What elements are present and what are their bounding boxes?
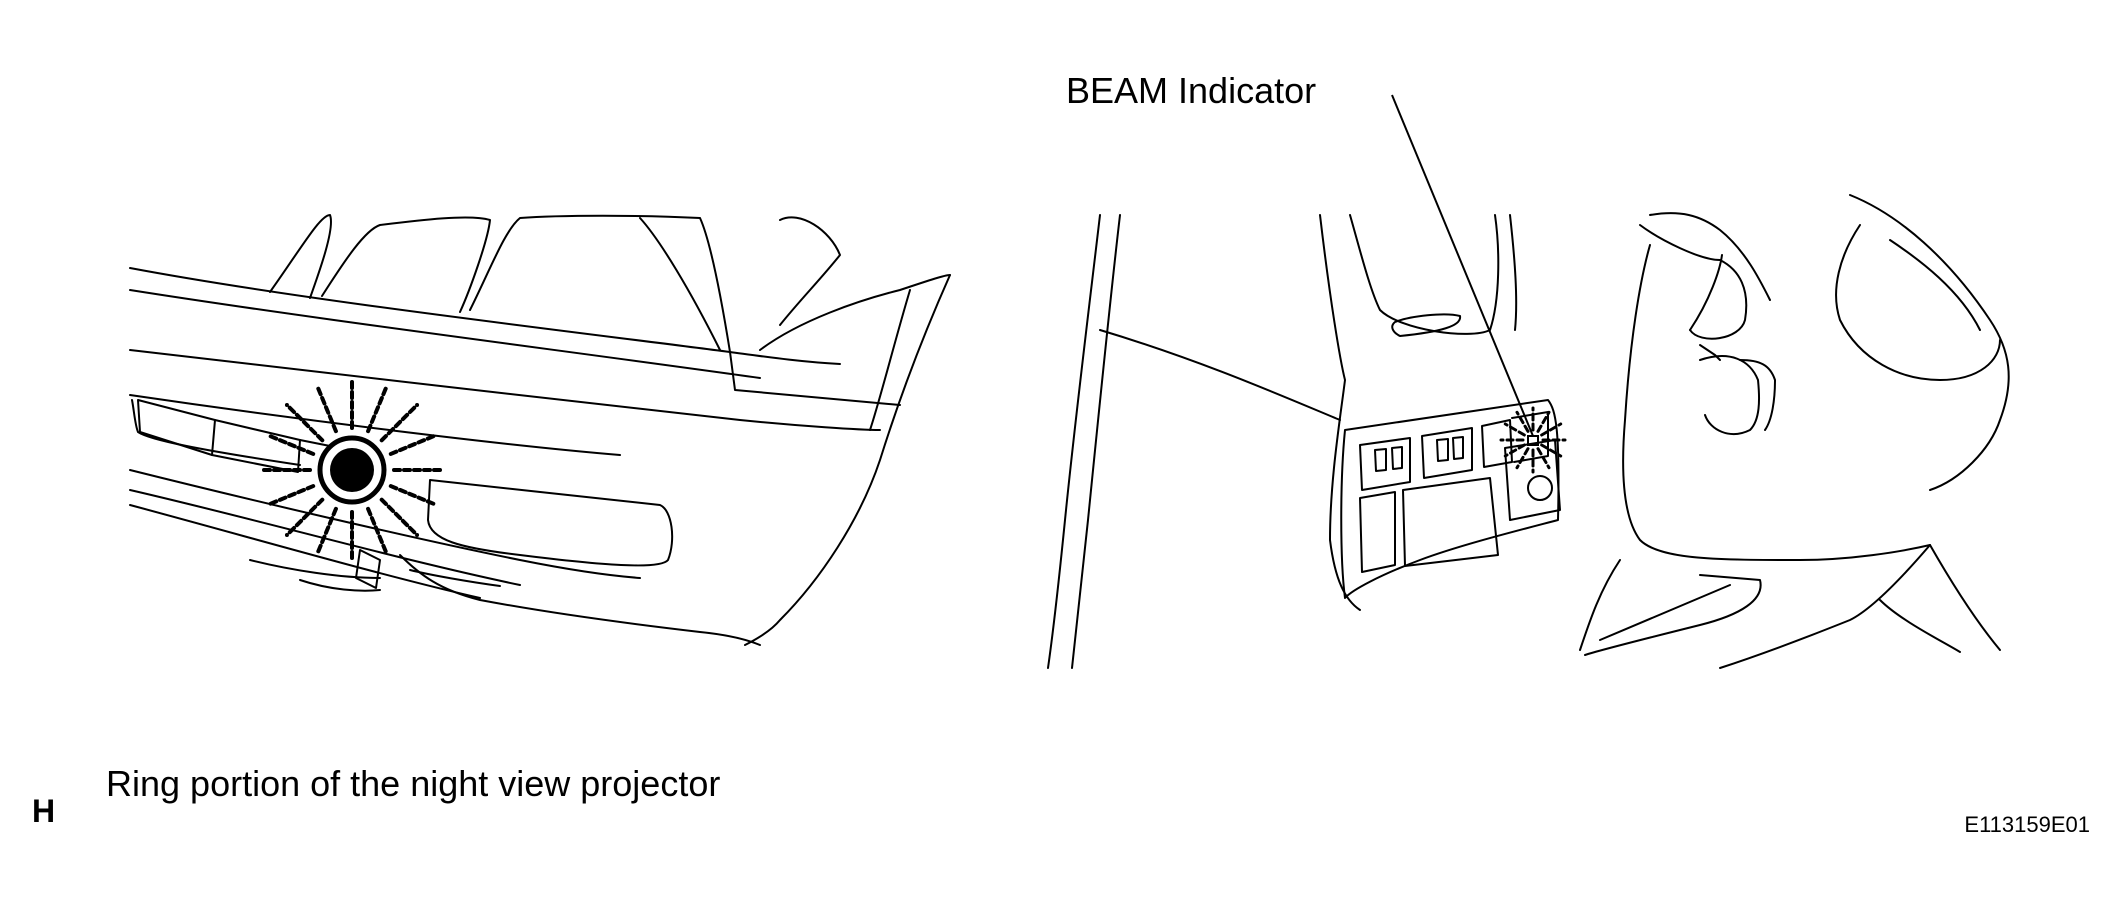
- beam-indicator-leader-line: [1391, 94, 1534, 437]
- dashboard-illustration: [1047, 194, 2010, 669]
- glow-ray: [388, 484, 439, 508]
- figure-code-label: E113159E01: [1964, 812, 2090, 837]
- glow-ray: [379, 497, 420, 538]
- glow-ray: [366, 383, 390, 434]
- glow-ray: [314, 383, 338, 434]
- glow-ray: [1540, 443, 1563, 458]
- glow-ray: [265, 484, 316, 508]
- glow-ray: [1503, 422, 1526, 437]
- glow-ray: [379, 402, 420, 443]
- glow-ray: [314, 506, 338, 557]
- glow-ray: [284, 497, 325, 538]
- panel-letter-label: H: [32, 793, 55, 829]
- glow-ray: [1515, 447, 1530, 470]
- glow-ray: [1536, 410, 1551, 433]
- glow-ray: [388, 432, 439, 456]
- glow-ray: [1536, 447, 1551, 470]
- projector-glow-icon: [258, 376, 446, 564]
- glow-ray: [366, 506, 390, 557]
- beam-indicator-label: BEAM Indicator: [1066, 70, 1316, 111]
- glow-ray: [1503, 443, 1526, 458]
- vehicle-front-illustration: [129, 214, 951, 646]
- glow-ray: [1515, 410, 1530, 433]
- glow-ray: [284, 402, 325, 443]
- ring-portion-label: Ring portion of the night view projector: [106, 763, 720, 804]
- indicator-glow-icon: [1499, 406, 1567, 474]
- glow-ray: [1540, 422, 1563, 437]
- glow-ray: [265, 432, 316, 456]
